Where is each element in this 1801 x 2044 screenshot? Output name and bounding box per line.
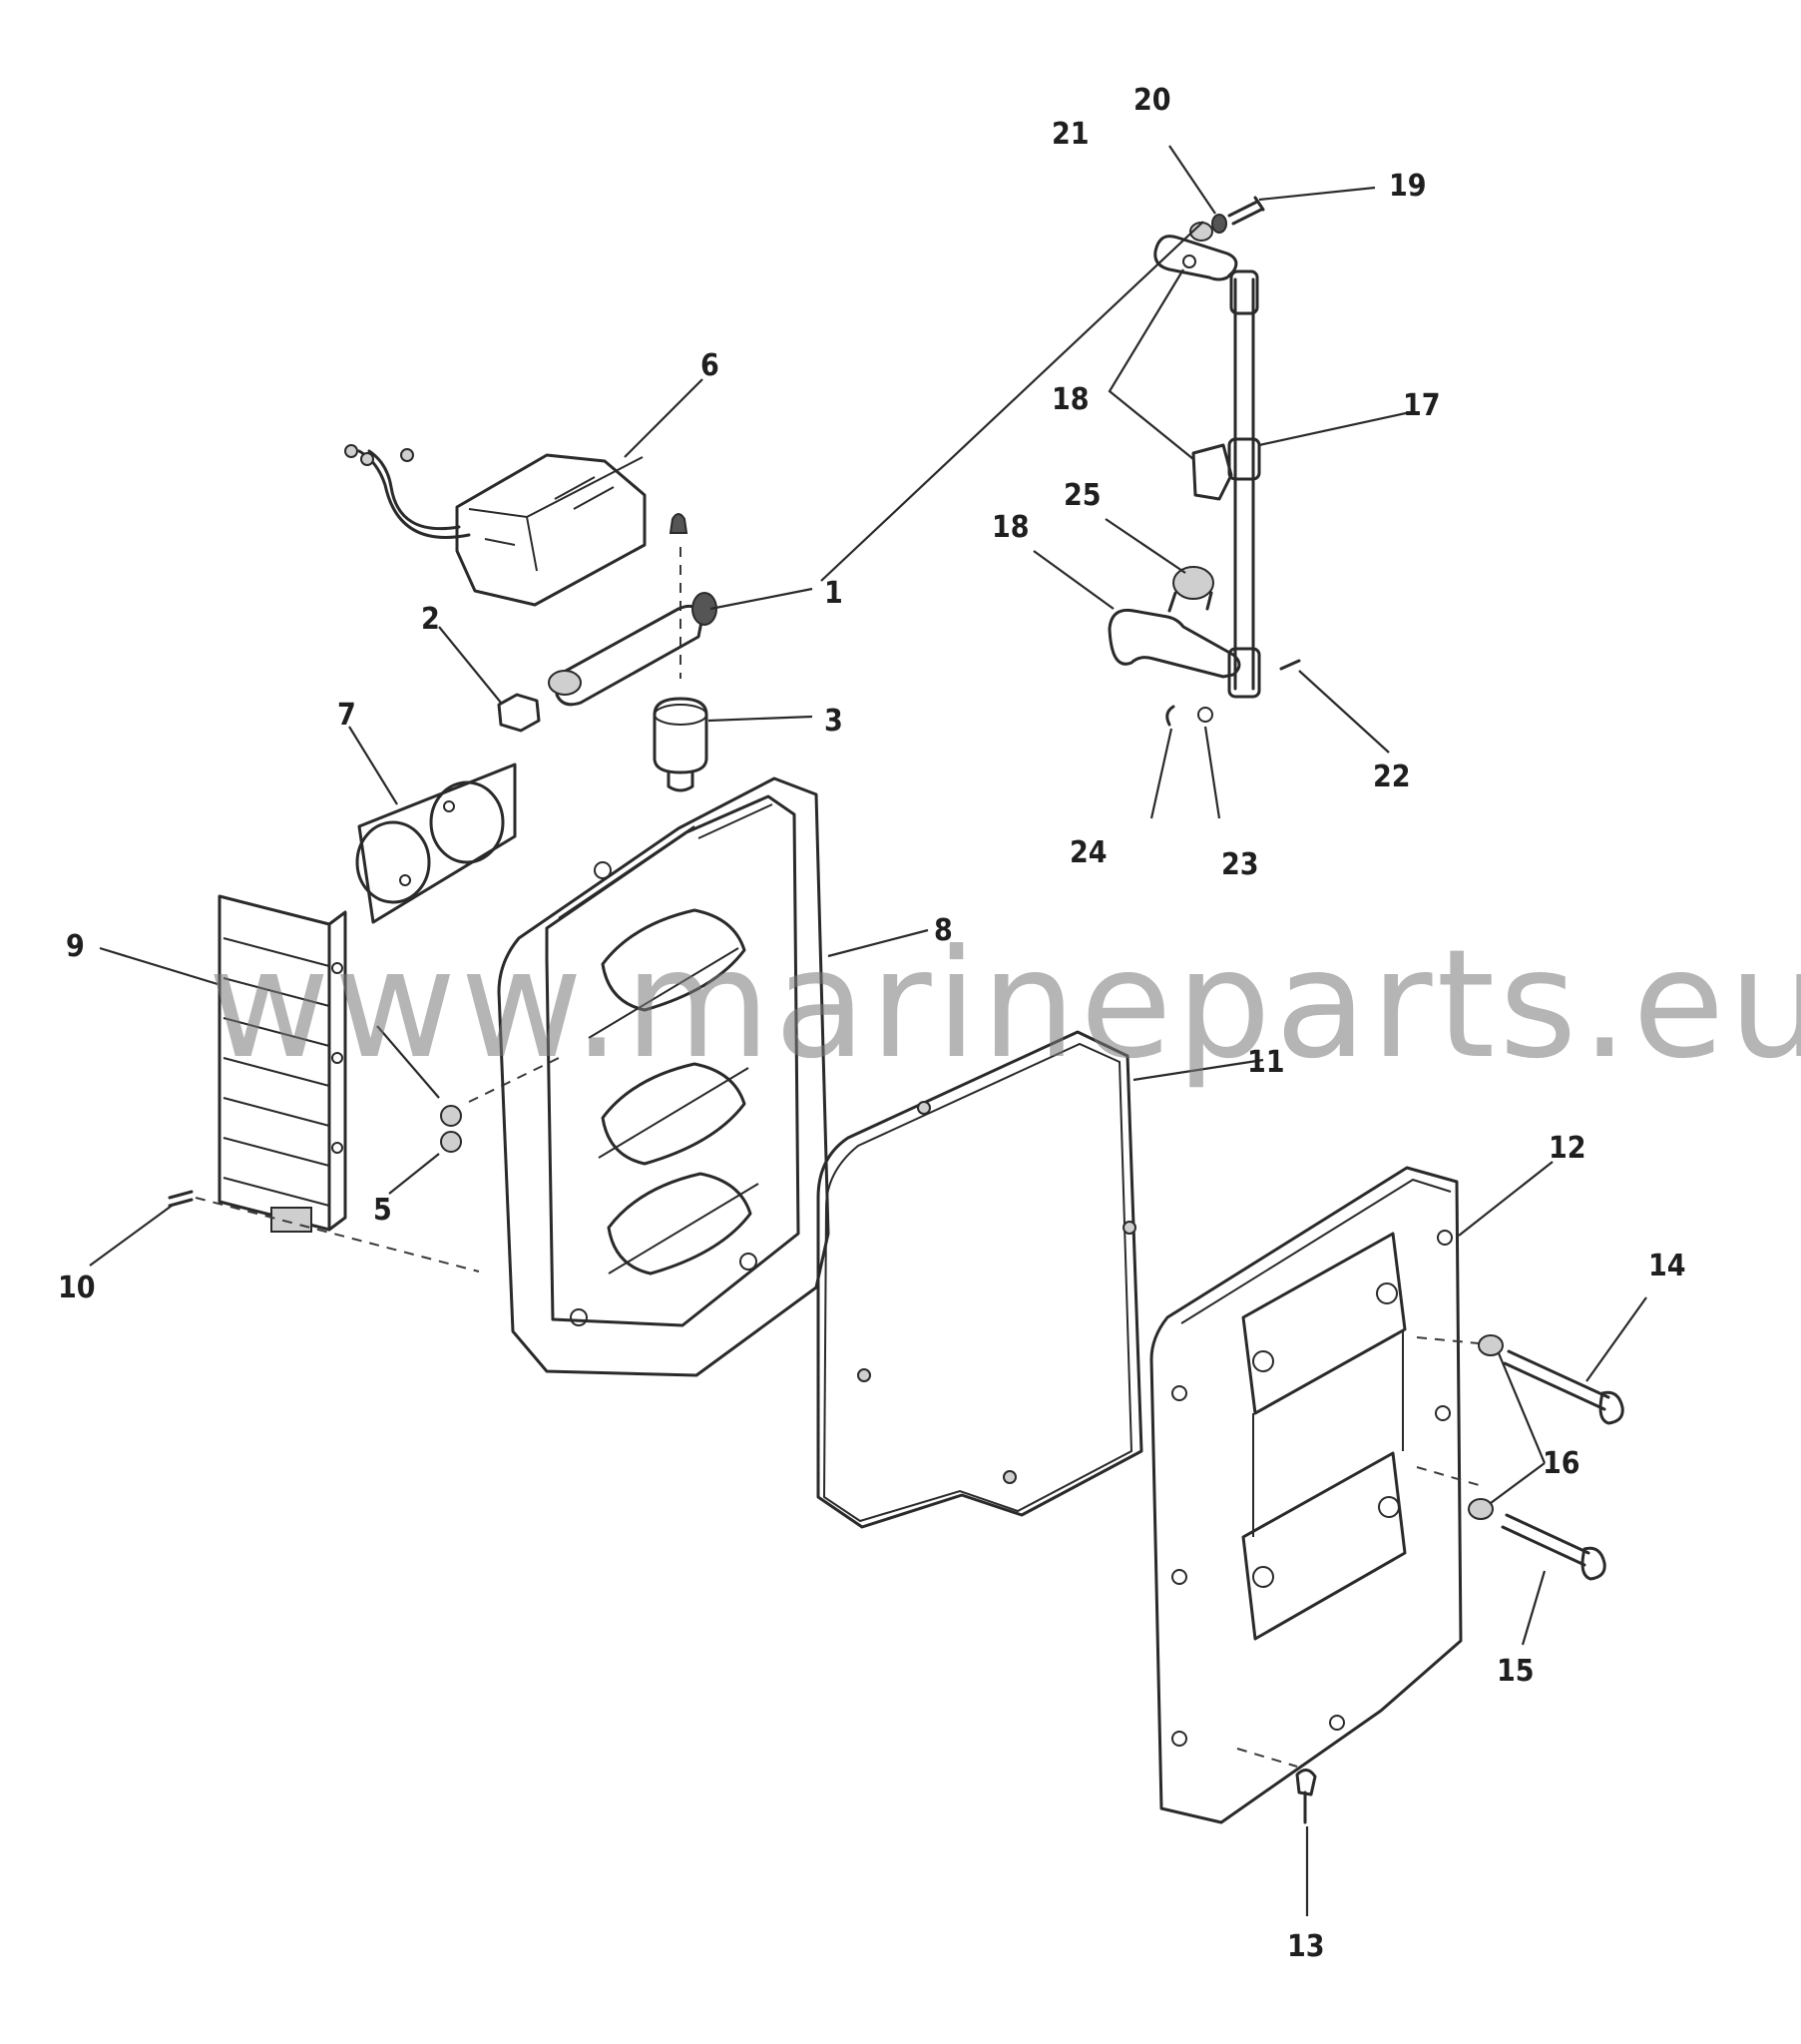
link-rod-17 bbox=[1233, 277, 1255, 691]
callout-18-lower: 18 bbox=[992, 510, 1030, 545]
washer-5a bbox=[440, 1105, 462, 1127]
wire-harness bbox=[357, 449, 471, 539]
callout-17: 17 bbox=[1403, 388, 1441, 423]
callout-3: 3 bbox=[824, 704, 843, 739]
screw-10 bbox=[168, 1190, 194, 1208]
gasket-7 bbox=[355, 763, 517, 924]
rod-end-top bbox=[1229, 269, 1259, 315]
callout-11: 11 bbox=[1247, 1045, 1285, 1080]
switch-box-assembly bbox=[344, 444, 717, 792]
callout-15: 15 bbox=[1497, 1654, 1535, 1689]
callout-12: 12 bbox=[1549, 1131, 1586, 1166]
washer-16a bbox=[1478, 1334, 1504, 1356]
callout-22: 22 bbox=[1373, 760, 1411, 794]
screw-19 bbox=[1227, 196, 1265, 226]
callout-6: 6 bbox=[700, 348, 719, 383]
washer-16b bbox=[1468, 1498, 1494, 1520]
callout-16: 16 bbox=[1543, 1446, 1580, 1481]
clip-24 bbox=[1165, 705, 1175, 727]
callout-7: 7 bbox=[337, 698, 356, 733]
washer-23 bbox=[1197, 707, 1213, 723]
bracket-18-middle bbox=[1191, 443, 1233, 501]
bolt-14 bbox=[1503, 1349, 1624, 1425]
pin-22 bbox=[1279, 659, 1301, 671]
lever-18-lower bbox=[1108, 608, 1241, 679]
intake-manifold-8 bbox=[497, 776, 830, 1377]
callout-1: 1 bbox=[824, 576, 843, 611]
nut-20 bbox=[1211, 214, 1227, 234]
callout-13: 13 bbox=[1287, 1929, 1325, 1964]
callout-2: 2 bbox=[421, 602, 440, 637]
watermark-text: www.marineparts.eu bbox=[208, 918, 1801, 1092]
manifold-port-low bbox=[607, 1172, 752, 1276]
cover-12 bbox=[1149, 1166, 1480, 1824]
callout-20: 20 bbox=[1133, 83, 1171, 118]
callout-23: 23 bbox=[1221, 847, 1259, 882]
fasteners-right bbox=[1295, 1334, 1624, 1824]
screw-13 bbox=[1295, 1769, 1317, 1824]
callout-18-upper: 18 bbox=[1052, 382, 1090, 417]
callout-9: 9 bbox=[66, 929, 85, 964]
arm-1 bbox=[555, 604, 704, 707]
callout-21: 21 bbox=[1052, 117, 1090, 152]
cover-boss-upper bbox=[1241, 1232, 1407, 1415]
bolt-15 bbox=[1501, 1513, 1606, 1581]
lever-18-upper bbox=[1153, 235, 1238, 281]
cap-25 bbox=[1172, 566, 1214, 600]
callout-24: 24 bbox=[1070, 835, 1108, 870]
washer-5b bbox=[440, 1131, 462, 1153]
callout-25: 25 bbox=[1064, 478, 1102, 513]
callout-8: 8 bbox=[934, 913, 953, 948]
manifold-port-mid bbox=[601, 1062, 746, 1166]
callout-5: 5 bbox=[373, 1193, 392, 1228]
cap-small bbox=[669, 513, 688, 534]
callout-19: 19 bbox=[1389, 169, 1427, 204]
callout-14: 14 bbox=[1648, 1249, 1686, 1283]
callout-10: 10 bbox=[58, 1271, 96, 1305]
switch-box-6 bbox=[455, 453, 647, 607]
rod-connector bbox=[1227, 437, 1261, 481]
nut-2 bbox=[497, 693, 541, 733]
grommet-3 bbox=[653, 697, 708, 774]
manifold-port-top bbox=[601, 908, 746, 1012]
cover-boss-lower bbox=[1241, 1451, 1407, 1641]
gasket-11 bbox=[816, 1030, 1143, 1529]
rod-end-bottom bbox=[1227, 647, 1261, 699]
reed-block-9 bbox=[168, 894, 560, 1273]
leader-lines bbox=[89, 145, 1647, 1916]
callout-labels: 1 2 3 5 6 7 8 9 10 11 12 13 14 15 16 17 … bbox=[58, 83, 1686, 1964]
linkage-assembly bbox=[1108, 196, 1301, 727]
